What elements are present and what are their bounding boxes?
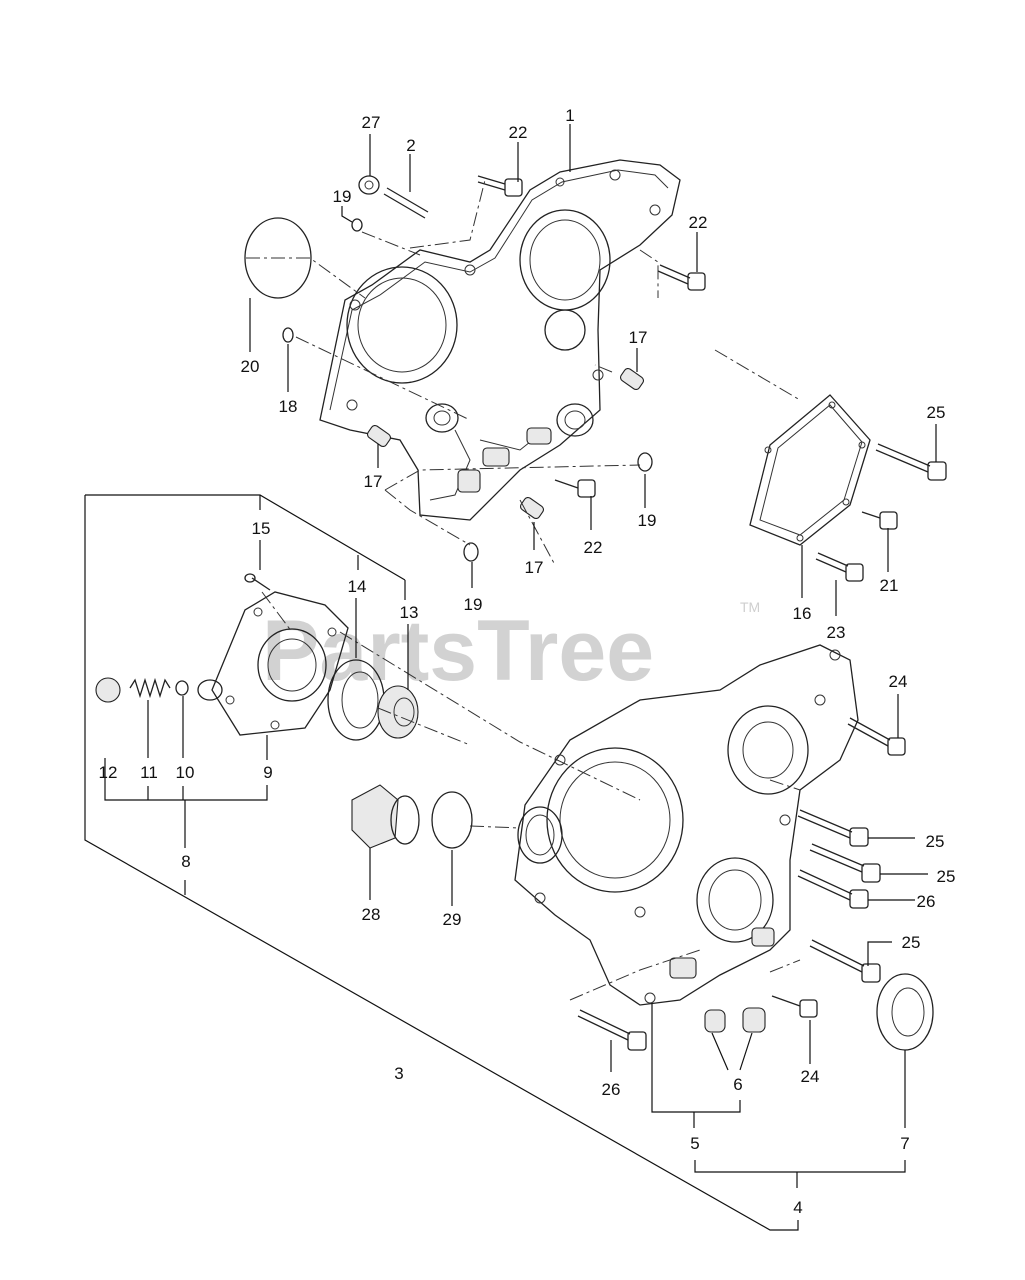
callout-23: 23 xyxy=(827,623,846,642)
inner-rotor xyxy=(377,685,419,739)
pump-cover xyxy=(197,591,349,736)
callout-3: 3 xyxy=(394,1064,403,1083)
dowel-pin xyxy=(619,367,645,391)
stud-bolt xyxy=(383,187,429,219)
callout-5: 5 xyxy=(690,1134,699,1153)
callout-11: 11 xyxy=(140,763,158,782)
callout-17-bottom: 17 xyxy=(525,558,544,577)
dowel-pin xyxy=(366,424,392,448)
callout-22-bottom: 22 xyxy=(584,538,603,557)
flange-bolt xyxy=(771,995,818,1018)
leader-lines xyxy=(84,124,937,1231)
callout-10: 10 xyxy=(176,763,195,782)
gear-case-plate xyxy=(319,159,681,521)
callout-4: 4 xyxy=(793,1198,802,1217)
o-ring xyxy=(463,542,479,562)
callout-19-top: 19 xyxy=(333,187,352,206)
callout-22-right: 22 xyxy=(689,213,708,232)
round-cover xyxy=(244,217,312,299)
watermark-trademark: TM xyxy=(740,599,760,615)
callout-16: 16 xyxy=(793,604,812,623)
gasket xyxy=(431,791,473,849)
callout-26-right: 26 xyxy=(917,892,936,911)
callout-28: 28 xyxy=(362,905,381,924)
flange-nut xyxy=(358,175,380,195)
callout-22-top: 22 xyxy=(509,123,528,142)
front-case xyxy=(514,644,859,1006)
short-bolt xyxy=(861,511,898,530)
callout-24-lower: 24 xyxy=(801,1067,820,1086)
callout-17-left: 17 xyxy=(364,472,383,491)
screw xyxy=(244,573,271,591)
callout-20: 20 xyxy=(241,357,260,376)
o-ring xyxy=(351,218,363,232)
callout-9: 9 xyxy=(263,763,272,782)
callout-21: 21 xyxy=(880,576,899,595)
callout-13: 13 xyxy=(400,603,419,622)
long-bolt xyxy=(809,843,881,883)
plug xyxy=(742,1007,766,1033)
callout-26-left: 26 xyxy=(602,1080,621,1099)
callout-18: 18 xyxy=(279,397,298,416)
callout-25-top: 25 xyxy=(927,403,946,422)
callout-12: 12 xyxy=(99,763,118,782)
plug xyxy=(704,1009,726,1033)
callout-8: 8 xyxy=(181,852,190,871)
watermark-text: PartsTree xyxy=(262,603,654,699)
o-ring xyxy=(637,452,653,472)
callout-17-upper: 17 xyxy=(629,328,648,347)
medium-bolt xyxy=(815,552,864,582)
callout-19-bottom: 19 xyxy=(464,595,483,614)
callout-25-b: 25 xyxy=(937,867,956,886)
callout-6: 6 xyxy=(733,1075,742,1094)
flange-bolt xyxy=(847,717,906,756)
callout-25-c: 25 xyxy=(902,933,921,952)
long-bolt xyxy=(875,443,947,481)
small-plug xyxy=(282,327,294,343)
callout-25-a: 25 xyxy=(926,832,945,851)
long-bolt xyxy=(809,939,881,983)
callout-24-upper: 24 xyxy=(889,672,908,691)
long-bolt xyxy=(577,1009,647,1051)
callout-7: 7 xyxy=(900,1134,909,1153)
callout-labels: 1 2 3 4 5 6 7 8 9 10 11 12 13 14 15 16 1… xyxy=(99,106,956,1217)
relief-spring xyxy=(129,677,171,699)
flange-bolt xyxy=(477,175,523,197)
callout-14: 14 xyxy=(348,577,367,596)
callout-15: 15 xyxy=(252,519,271,538)
callout-27: 27 xyxy=(362,113,381,132)
filler-cap xyxy=(351,784,420,849)
relief-valve xyxy=(175,680,189,696)
callout-2: 2 xyxy=(406,136,415,155)
cover-plate xyxy=(749,394,871,546)
long-bolt xyxy=(797,869,869,909)
callout-1: 1 xyxy=(565,106,574,125)
plug-cap xyxy=(95,677,121,703)
flange-bolt xyxy=(657,264,706,291)
long-bolt xyxy=(797,809,869,847)
callout-19-right: 19 xyxy=(638,511,657,530)
flange-bolt xyxy=(554,479,596,498)
oil-seal xyxy=(876,973,934,1051)
dowel-pin xyxy=(519,496,545,520)
callout-29: 29 xyxy=(443,910,462,929)
